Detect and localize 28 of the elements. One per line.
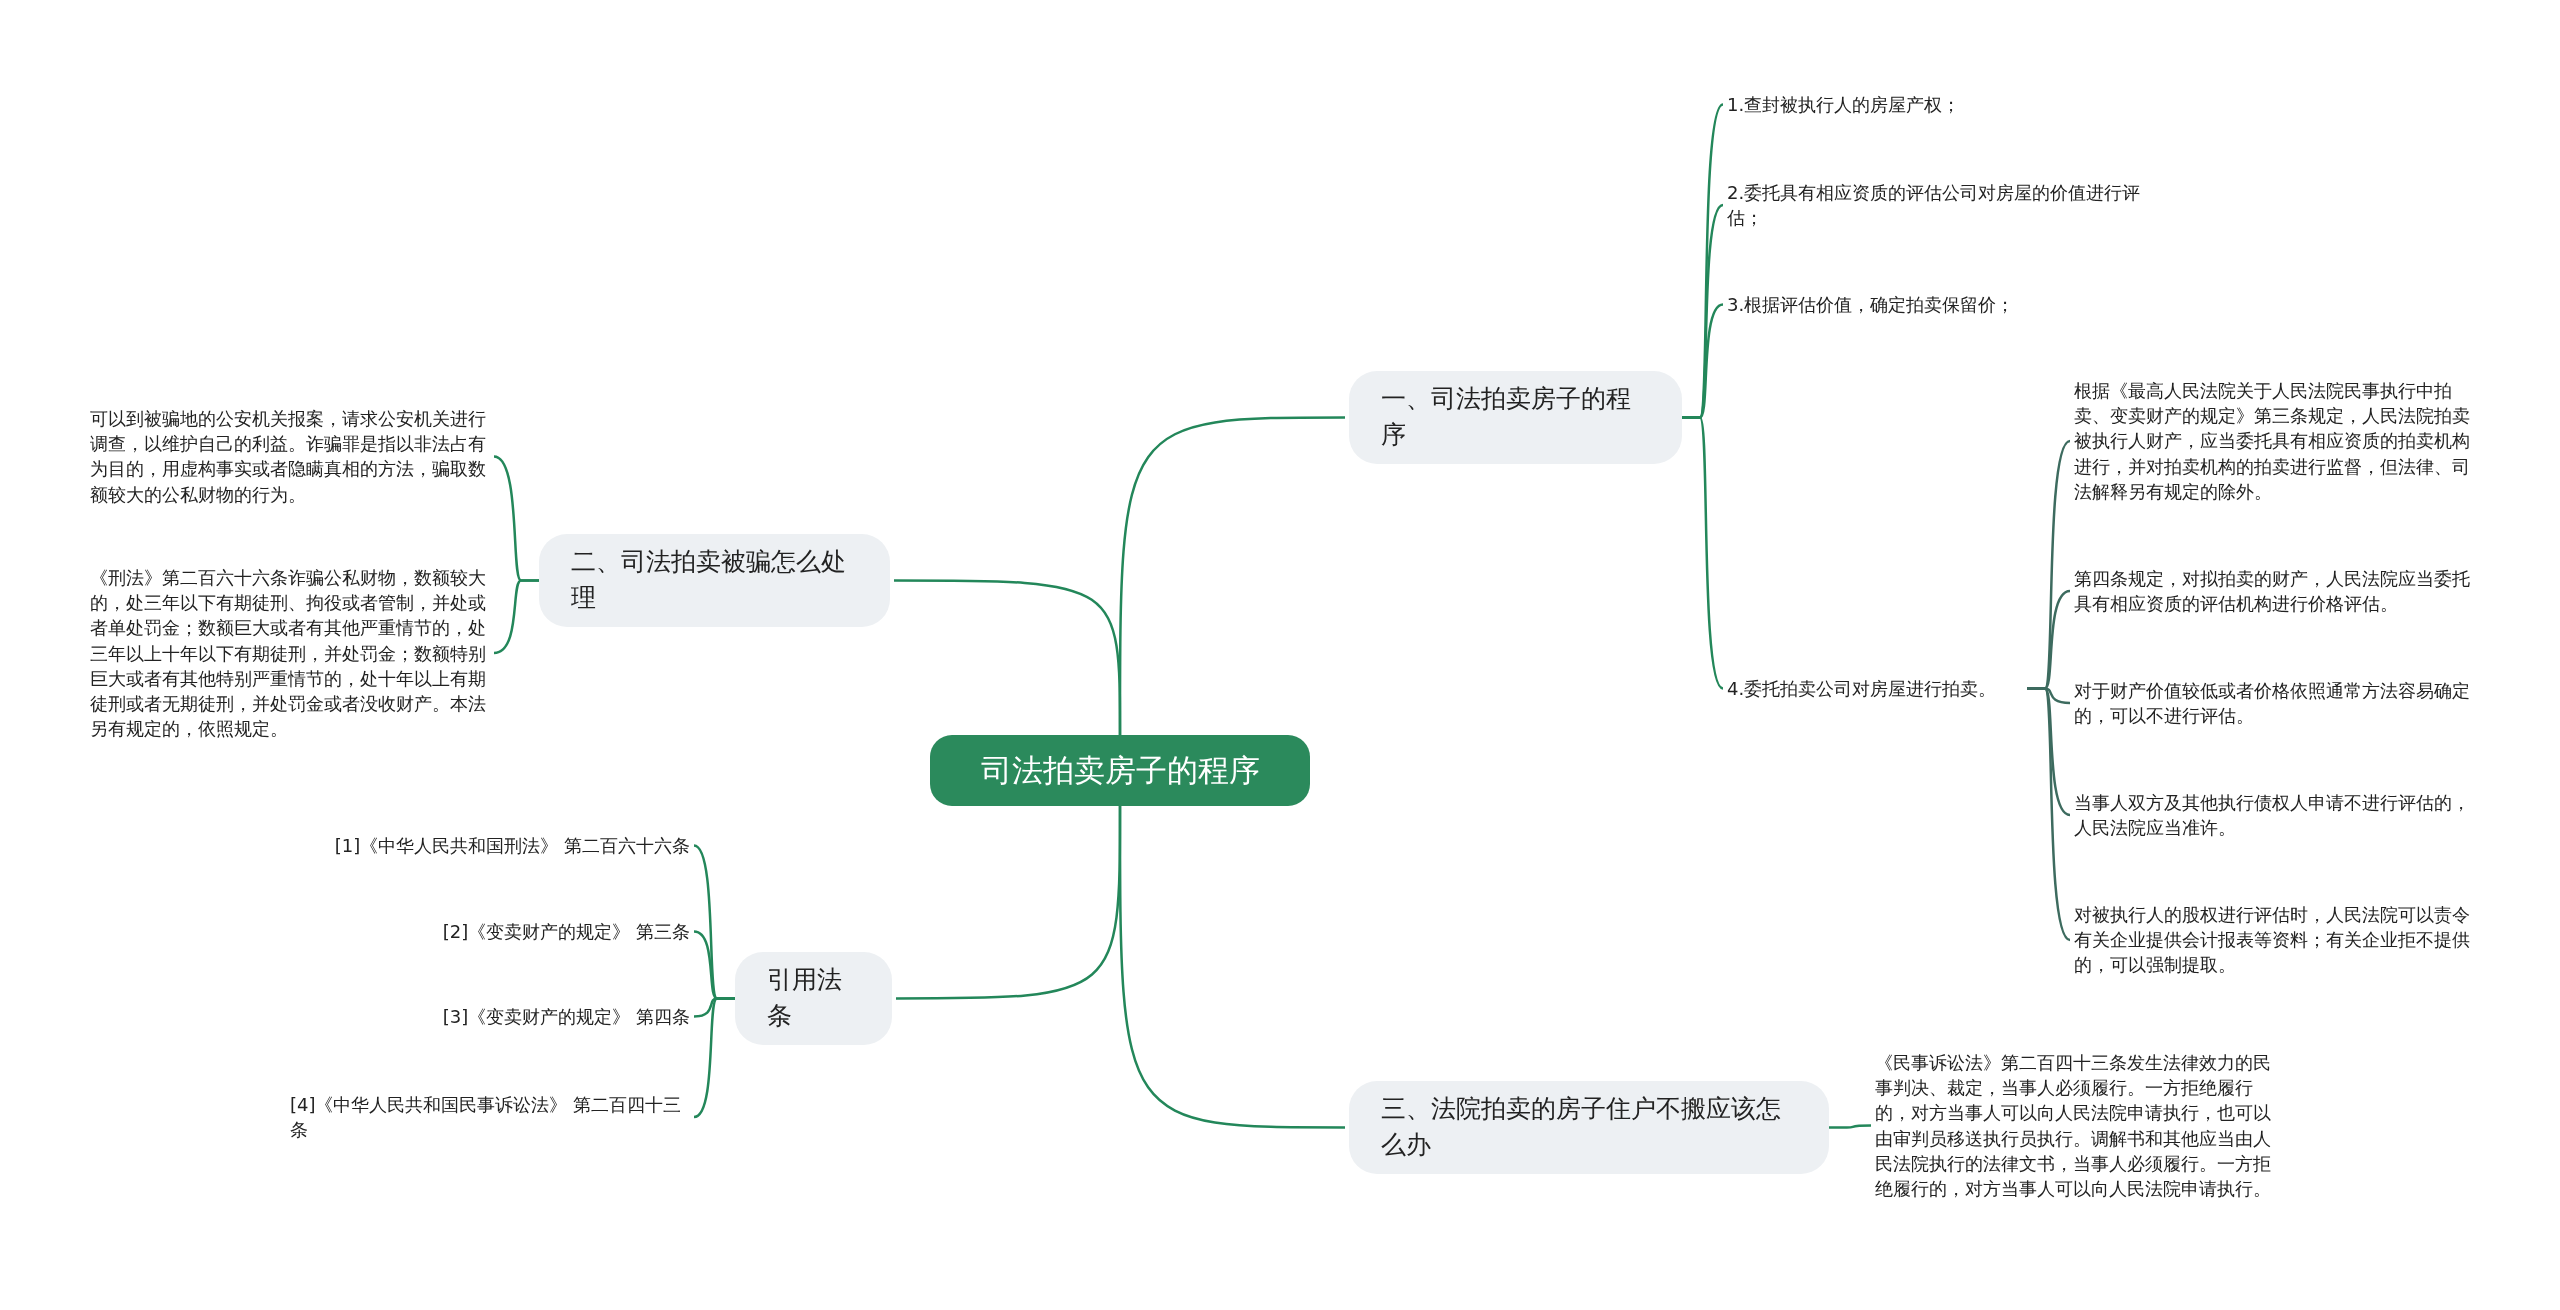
branch-connector bbox=[1829, 1124, 1871, 1129]
topic-text: 可以到被骗地的公安机关报案，请求公安机关进行调查，以维护自己的利益。诈骗罪是指以非法占有为目的，用虚构事实或者隐瞒真相的方法，骗取数额较大的公私财物的行为。 bbox=[90, 406, 490, 507]
topic-text: 《民事诉讼法》第二百四十三条发生法律效力的民事判决、裁定，当事人必须履行。一方拒绝履行的，对方当事人可以向人民法院申请执行，也可以由审判员移送执行员执行。调解书和其他应当由人民法院执行的法律文书，当事人必须履行。一方拒绝履行的，对方当事人可以向人民法院申请执行。 bbox=[1875, 1050, 2275, 1202]
topic-text: 当事人双方及其他执行债权人申请不进行评估的，人民法院应当准许。 bbox=[2074, 790, 2484, 841]
topic-text: 3.根据评估价值，确定拍卖保留价； bbox=[1727, 292, 2147, 318]
topic-text: [3]《变卖财产的规定》 第四条 bbox=[280, 1004, 690, 1030]
topic-bubble: 二、司法拍卖被骗怎么处理 bbox=[539, 534, 890, 627]
topic-text: 对于财产价值较低或者价格依照通常方法容易确定的，可以不进行评估。 bbox=[2074, 678, 2484, 729]
branch-connector bbox=[2027, 687, 2071, 941]
topic-text: 《刑法》第二百六十六条诈骗公私财物，数额较大的，处三年以下有期徒刑、拘役或者管制，并处或者单处罚金；数额巨大或者有其他严重情节的，处三年以上十年以下有期徒刑，并处罚金；数额特别巨大或者有其他特别严重情节的，处十年以上有期徒刑或者无期徒刑，并处罚金或者没收财产。本法另有规定的，依照规定。 bbox=[90, 565, 490, 742]
topic-text: 根据《最高人民法院关于人民法院民事执行中拍卖、变卖财产的规定》第三条规定，人民法院拍卖被执行人财产，应当委托具有相应资质的拍卖机构进行，并对拍卖机构的拍卖进行监督，但法律、司法解释另有规定的除外。 bbox=[2074, 378, 2484, 504]
topic-text: 对被执行人的股权进行评估时，人民法院可以责令有关企业提供会计报表等资料；有关企业拒不提供的，可以强制提取。 bbox=[2074, 902, 2484, 978]
central-topic: 司法拍卖房子的程序 bbox=[930, 735, 1310, 806]
topic-bubble: 引用法条 bbox=[735, 952, 892, 1045]
topic-bubble: 三、法院拍卖的房子住户不搬应该怎么办 bbox=[1349, 1081, 1829, 1174]
topic-text: [2]《变卖财产的规定》 第三条 bbox=[280, 919, 690, 945]
topic-text: 2.委托具有相应资质的评估公司对房屋的价值进行评估； bbox=[1727, 180, 2147, 231]
topic-bubble: 一、司法拍卖房子的程序 bbox=[1349, 371, 1682, 464]
topic-text: 4.委托拍卖公司对房屋进行拍卖。 bbox=[1727, 676, 2027, 702]
topic-text: [1]《中华人民共和国刑法》 第二百六十六条 bbox=[280, 833, 690, 859]
branch-connector bbox=[1118, 806, 1345, 1129]
branch-connector bbox=[493, 579, 539, 655]
topic-text: 第四条规定，对拟拍卖的财产，人民法院应当委托具有相应资质的评估机构进行价格评估。 bbox=[2074, 566, 2484, 617]
branch-connector bbox=[693, 997, 735, 1119]
topic-text: 1.查封被执行人的房屋产权； bbox=[1727, 92, 2147, 118]
branch-connector bbox=[1682, 416, 1724, 690]
topic-text: [4]《中华人民共和国民事诉讼法》 第二百四十三条 bbox=[290, 1092, 690, 1143]
branch-connector bbox=[894, 579, 1122, 735]
